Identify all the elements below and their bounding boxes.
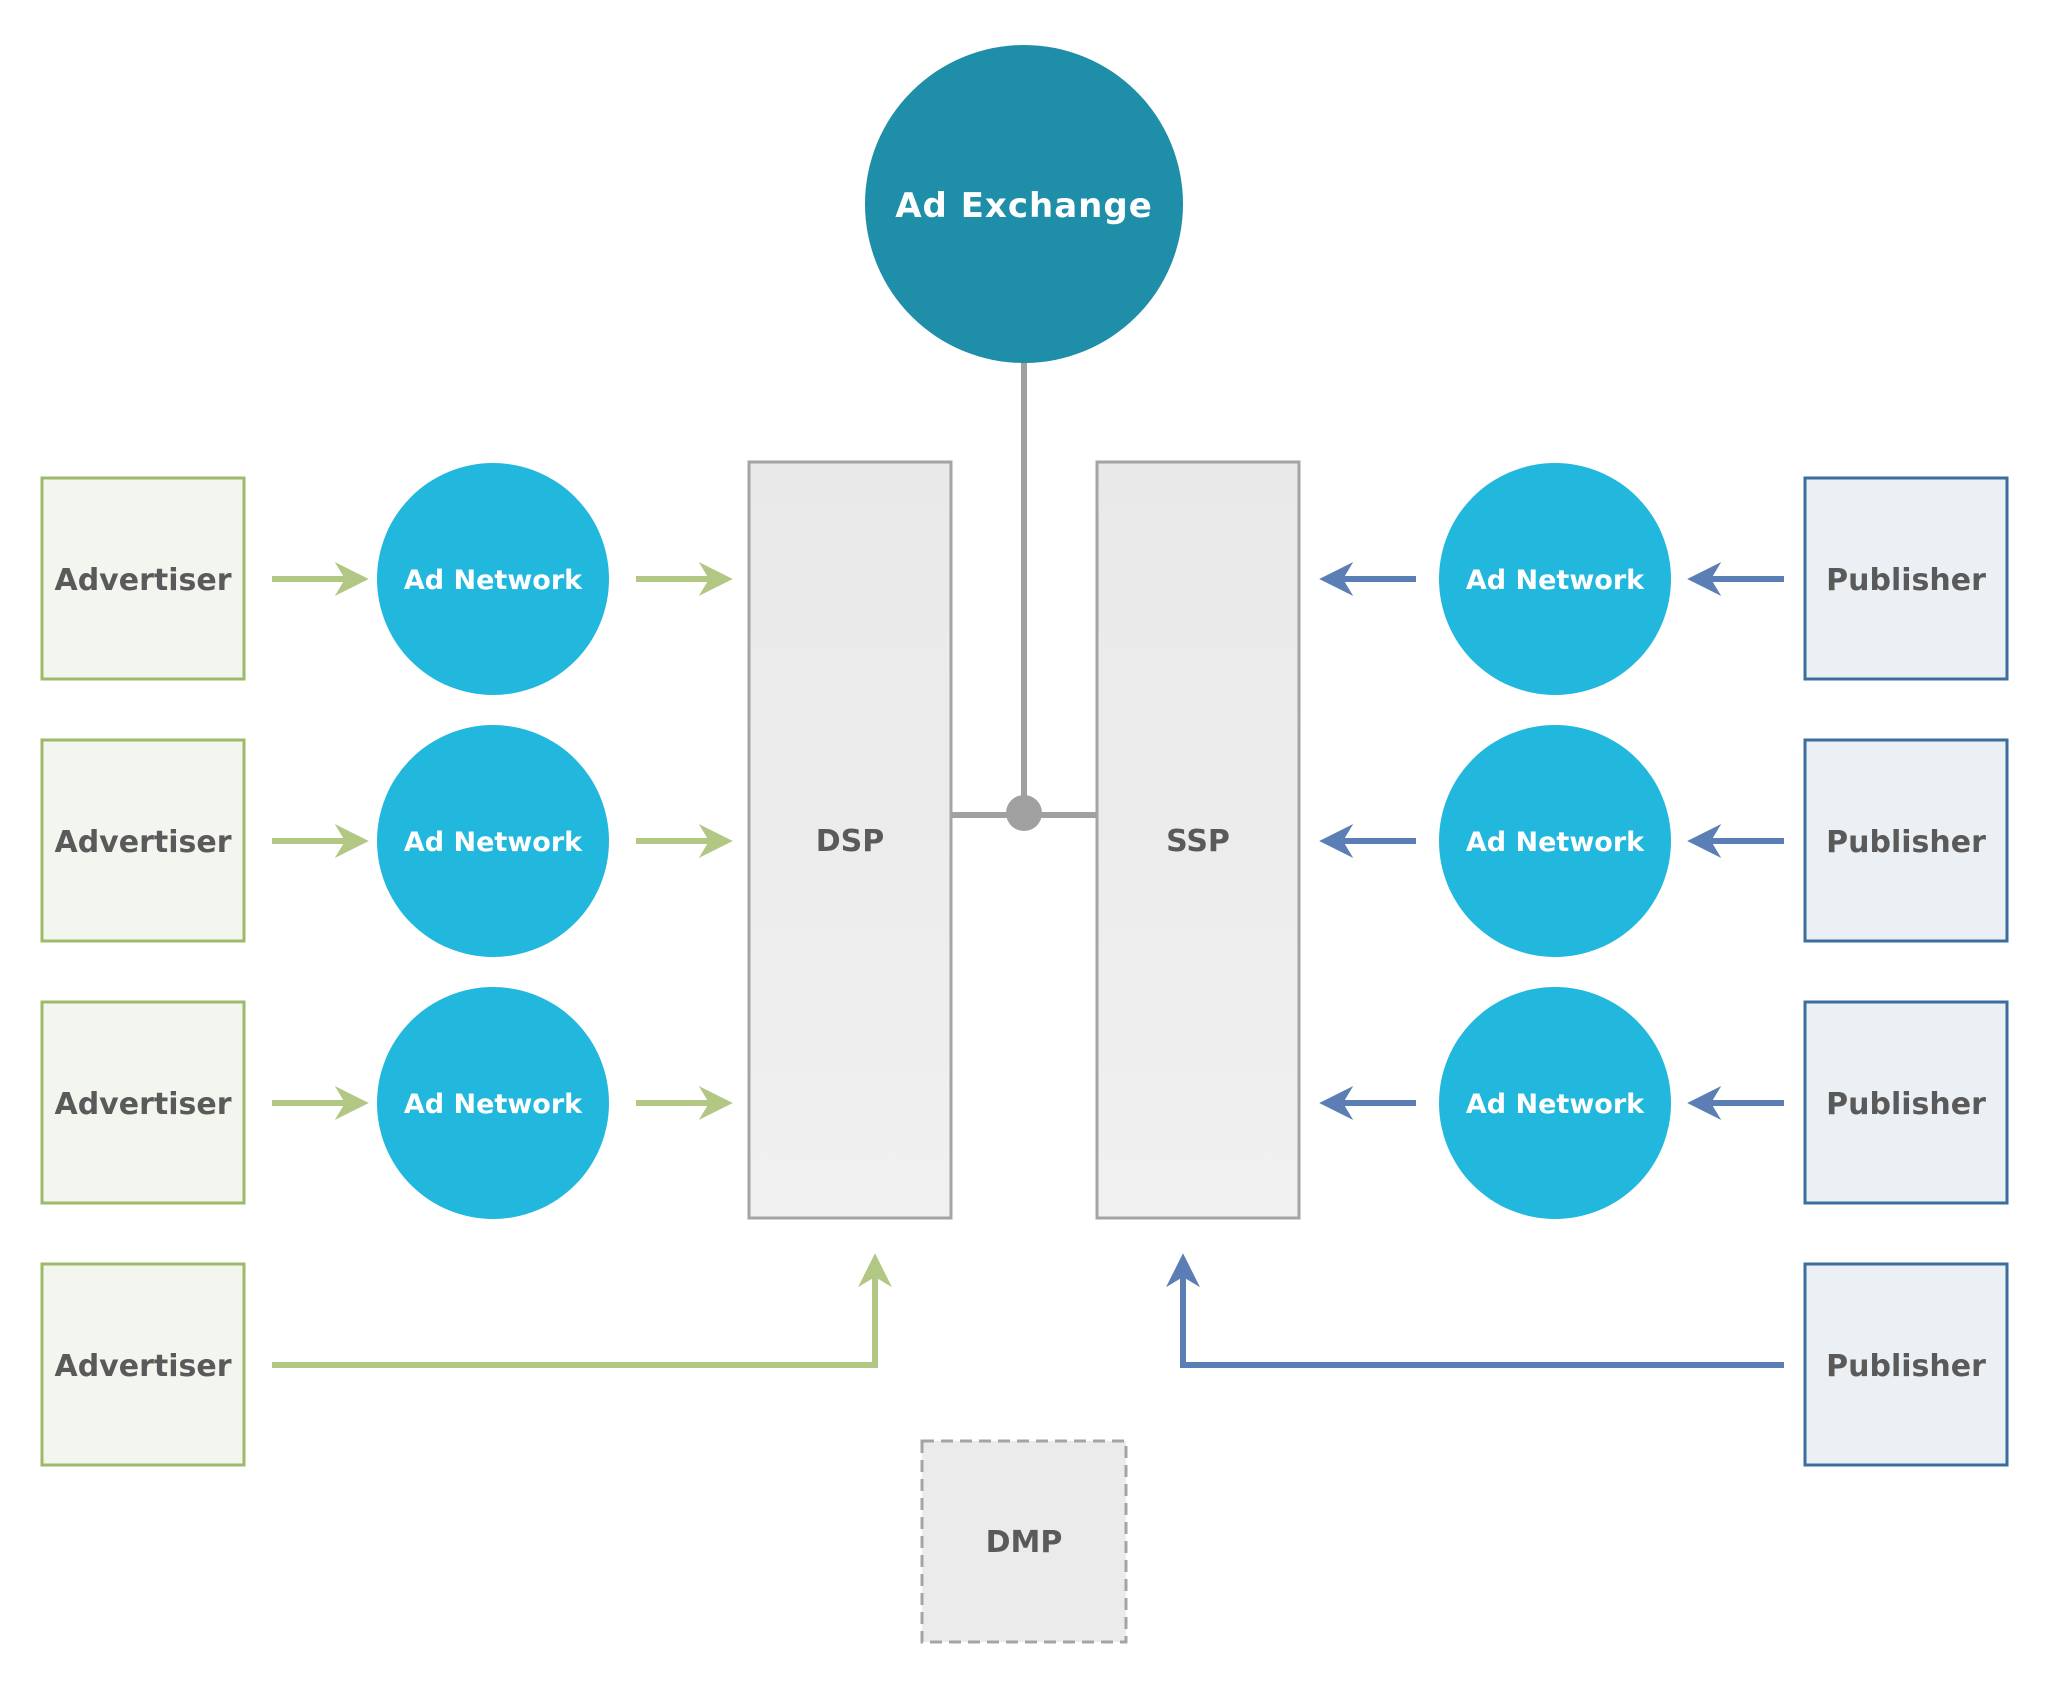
publisher-box — [1803, 476, 2009, 681]
advertiser-label: Advertiser — [54, 1087, 231, 1122]
publisher-label: Publisher — [1826, 1087, 1986, 1122]
ad-network-label: Ad Network — [1466, 827, 1645, 858]
ad-network-node — [1439, 463, 1671, 695]
connector-junction-dot — [1006, 795, 1042, 831]
sell-side-network-column: Ad Network Ad Network Ad Network — [1439, 463, 1671, 1219]
ad-network-label: Ad Network — [404, 827, 583, 858]
publisher-label: Publisher — [1826, 825, 1986, 860]
advertiser-to-dsp-direct-arrow — [272, 1253, 892, 1368]
ad-network-label: Ad Network — [404, 565, 583, 596]
ad-exchange-label: Ad Exchange — [895, 186, 1153, 226]
ad-network-label: Ad Network — [1466, 1089, 1645, 1120]
dmp-box — [920, 1439, 1128, 1644]
advertiser-label: Advertiser — [54, 825, 231, 860]
ad-network-label: Ad Network — [404, 1089, 583, 1120]
sell-side-arrows — [1166, 562, 1784, 1368]
ad-network-node — [377, 987, 609, 1219]
ad-exchange-node — [865, 45, 1183, 363]
buy-side-arrows — [272, 562, 892, 1368]
publisher-column: Publisher Publisher Publisher Publisher — [1803, 476, 2009, 1467]
advertiser-box — [40, 1000, 246, 1205]
publisher-box — [1803, 1262, 2009, 1467]
dmp-label: DMP — [986, 1525, 1063, 1560]
ad-network-node — [1439, 987, 1671, 1219]
advertiser-label: Advertiser — [54, 1349, 231, 1384]
publisher-to-ssp-direct-arrow — [1166, 1253, 1784, 1368]
advertiser-box — [40, 738, 246, 943]
advertiser-box — [40, 1262, 246, 1467]
advertiser-column: Advertiser Advertiser Advertiser Adverti… — [40, 476, 246, 1467]
advertiser-box — [40, 476, 246, 681]
ad-network-node — [377, 725, 609, 957]
ssp-label: SSP — [1166, 824, 1230, 859]
ad-network-label: Ad Network — [1466, 565, 1645, 596]
ssp-box — [1095, 460, 1301, 1220]
dsp-label: DSP — [816, 824, 885, 859]
publisher-label: Publisher — [1826, 1349, 1986, 1384]
advertiser-label: Advertiser — [54, 563, 231, 598]
dsp-box — [747, 460, 953, 1220]
publisher-label: Publisher — [1826, 563, 1986, 598]
buy-side-network-column: Ad Network Ad Network Ad Network — [377, 463, 609, 1219]
publisher-box — [1803, 1000, 2009, 1205]
publisher-box — [1803, 738, 2009, 943]
ad-network-node — [1439, 725, 1671, 957]
ad-network-node — [377, 463, 609, 695]
